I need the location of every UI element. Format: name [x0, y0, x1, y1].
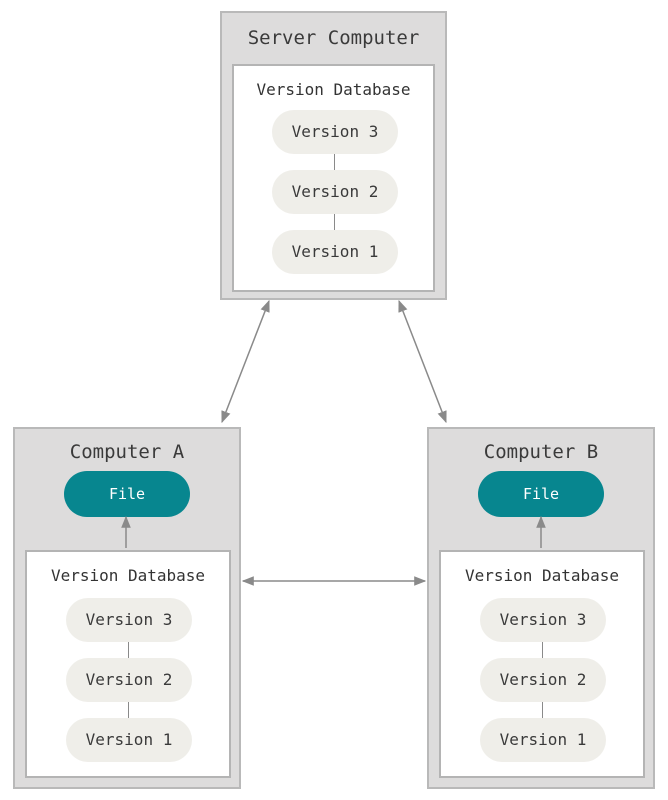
computer-b-database-title: Version Database [464, 566, 620, 585]
computer-b-file: File [478, 471, 604, 517]
computer-b-version-1: Version 1 [480, 718, 606, 762]
version-connector [334, 214, 335, 230]
server-database-title: Version Database [256, 80, 411, 99]
computer-a-file: File [64, 471, 190, 517]
server-version-1: Version 1 [272, 230, 398, 274]
version-connector [128, 642, 129, 658]
computer-a-database-title: Version Database [50, 566, 206, 585]
version-connector [542, 642, 543, 658]
computer-a-version-1: Version 1 [66, 718, 192, 762]
computer-a: Computer A File Version Database Version… [13, 427, 241, 789]
server-version-3: Version 3 [272, 110, 398, 154]
computer-b-version-3: Version 3 [480, 598, 606, 642]
version-connector [334, 154, 335, 170]
server-version-database: Version Database Version 3 Version 2 Ver… [232, 64, 435, 292]
version-connector [542, 702, 543, 718]
computer-b-title: Computer B [483, 441, 599, 463]
computer-b: Computer B File Version Database Version… [427, 427, 655, 789]
computer-a-version-2: Version 2 [66, 658, 192, 702]
computer-b-version-2: Version 2 [480, 658, 606, 702]
server-computer-a-arrow [221, 299, 270, 424]
server-version-2: Version 2 [272, 170, 398, 214]
server-computer: Server Computer Version Database Version… [220, 11, 447, 300]
server-computer-b-arrow [398, 299, 447, 424]
server-computer-title: Server Computer [247, 27, 420, 49]
computer-a-version-database: Version Database Version 3 Version 2 Ver… [25, 550, 231, 778]
computer-a-version-3: Version 3 [66, 598, 192, 642]
computer-a-title: Computer A [69, 441, 185, 463]
computer-b-version-database: Version Database Version 3 Version 2 Ver… [439, 550, 645, 778]
version-connector [128, 702, 129, 718]
